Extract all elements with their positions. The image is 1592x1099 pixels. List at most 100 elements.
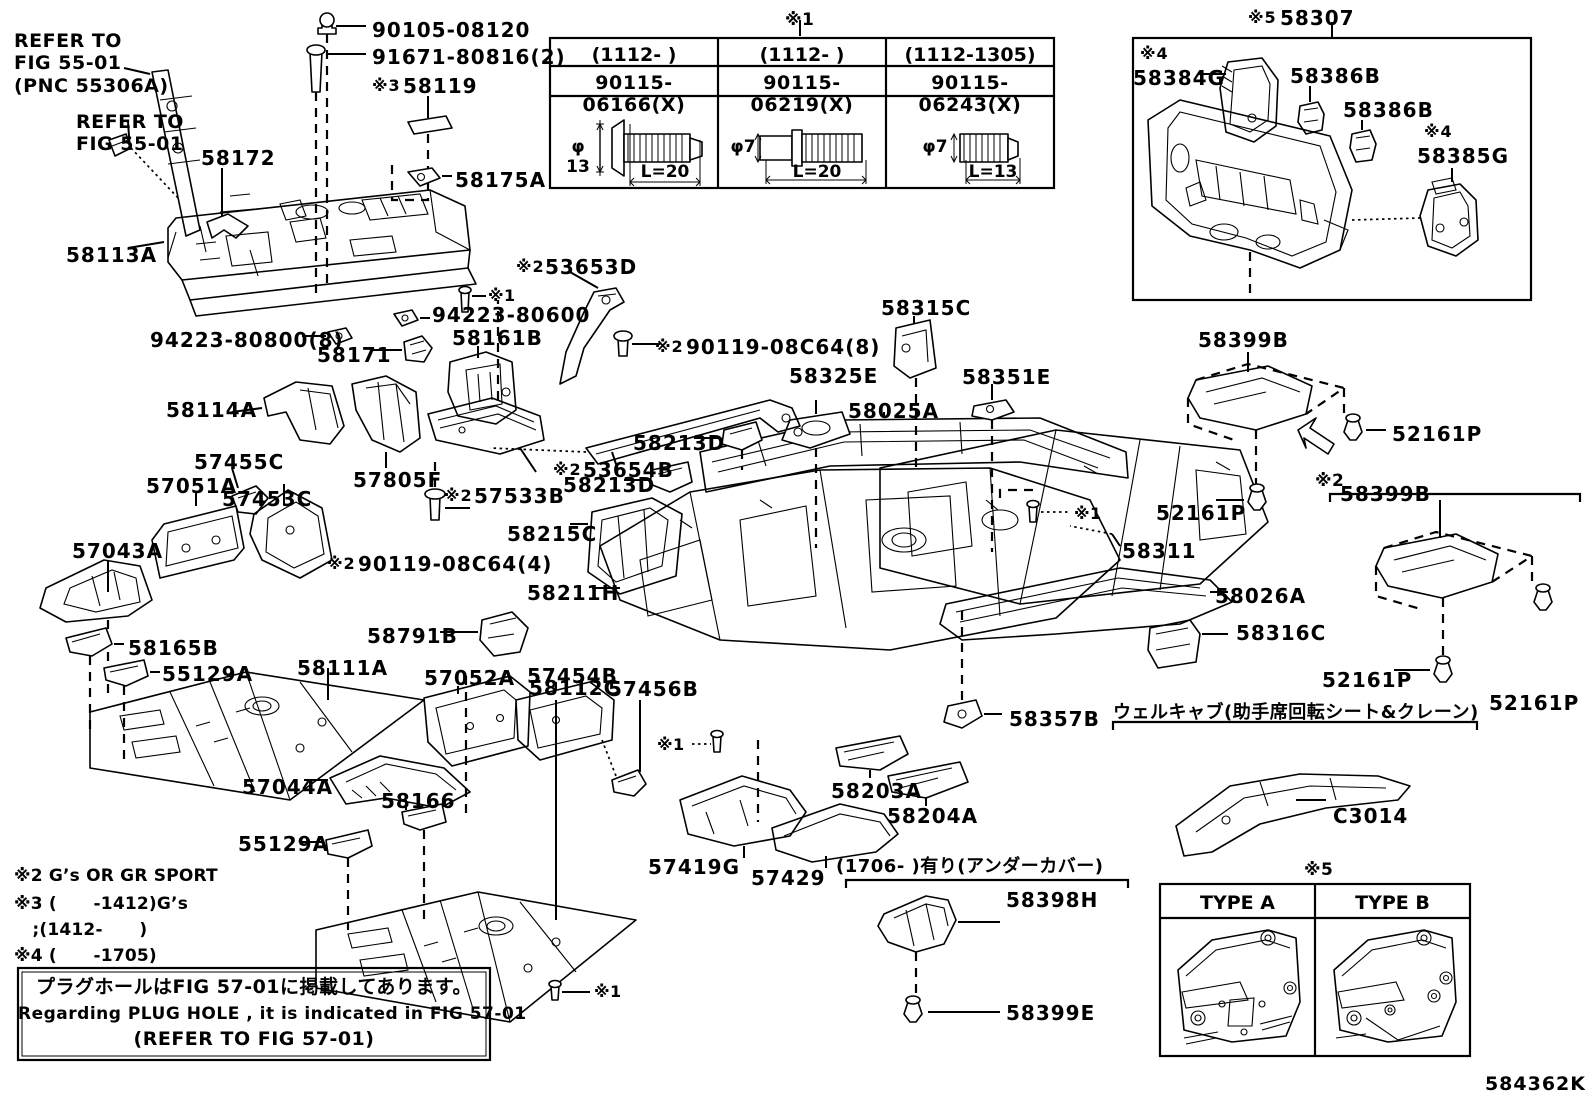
part-label-58384G[interactable]: 58384G: [1133, 66, 1225, 90]
footnote-3: ※3 ( -1412)G’s: [14, 894, 189, 914]
part-label-57052A[interactable]: 57052A: [424, 666, 516, 690]
part-label-57454B[interactable]: 57454B: [527, 664, 618, 688]
bolt-col-2-part[interactable]: 90115-06243(X): [918, 72, 1022, 116]
part-label-55129A-upper[interactable]: 55129A: [162, 662, 254, 686]
part-label-58399B-lower[interactable]: 58399B: [1340, 482, 1431, 506]
bolt-col-2-range: (1112-1305): [904, 44, 1036, 66]
part-label-94223-80600[interactable]: 94223-80600: [432, 303, 591, 327]
bolt-col-0-diameter: φ 13: [566, 137, 590, 177]
refer-note-b: REFER TO FIG 55-01: [76, 111, 184, 156]
group-label-undercover: (1706- )有り(アンダーカバー): [836, 856, 1104, 877]
part-label-58204A[interactable]: 58204A: [887, 804, 979, 828]
part-label-C3014[interactable]: C3014: [1333, 804, 1409, 828]
part-label-58119[interactable]: 58119: [403, 74, 478, 98]
part-label-58316C[interactable]: 58316C: [1236, 621, 1327, 645]
bolt-col-1-length: L=20: [792, 162, 842, 182]
part-label-57419G[interactable]: 57419G: [648, 855, 740, 879]
part-label-58386B-1[interactable]: 58386B: [1290, 64, 1381, 88]
part-label-58325E[interactable]: 58325E: [789, 364, 879, 388]
part-label-58165B[interactable]: 58165B: [128, 636, 219, 660]
mark-3-58119: ※3: [372, 76, 401, 95]
part-label-57051A[interactable]: 57051A: [146, 474, 238, 498]
part-label-58351E[interactable]: 58351E: [962, 365, 1052, 389]
group-label-welcab: ウェルキャブ(助手席回転シート&クレーン): [1113, 702, 1479, 723]
part-label-58026A[interactable]: 58026A: [1215, 584, 1307, 608]
part-label-52161P-4[interactable]: 52161P: [1489, 691, 1580, 715]
part-label-53653D[interactable]: 53653D: [545, 255, 638, 279]
plug-note-line-en: Regarding PLUG HOLE , it is indicated in…: [18, 1004, 527, 1024]
part-label-53654B[interactable]: 53654B: [583, 458, 674, 482]
part-label-52161P-2[interactable]: 52161P: [1156, 501, 1247, 525]
refer-note-a: REFER TO FIG 55-01 (PNC 55306A): [14, 30, 169, 97]
mark-2-90119a: ※2: [655, 337, 684, 356]
part-label-90119-08C64-4[interactable]: 90119-08C64(4): [358, 552, 553, 576]
part-label-58171[interactable]: 58171: [317, 343, 392, 367]
bolt-col-2-length: L=13: [968, 162, 1018, 182]
part-label-58203A[interactable]: 58203A: [831, 779, 923, 803]
bolt-col-2-diameter: φ7: [922, 137, 948, 157]
part-label-58399B-upper[interactable]: 58399B: [1198, 328, 1289, 352]
part-label-57455C[interactable]: 57455C: [194, 450, 285, 474]
bolt-col-0-length: L=20: [640, 162, 690, 182]
part-label-57805F[interactable]: 57805F: [353, 468, 443, 492]
footnote-2: ※2 G’s OR GR SPORT: [14, 866, 218, 886]
part-label-94223-80800[interactable]: 94223-80800(8): [150, 328, 344, 352]
footnote-3b: ;(1412- ): [14, 920, 148, 940]
mark-2-57533B: ※2: [444, 486, 473, 505]
footnote-4: ※4 ( -1705): [14, 946, 157, 966]
part-label-58172[interactable]: 58172: [201, 146, 276, 170]
part-label-58385G[interactable]: 58385G: [1417, 144, 1509, 168]
plug-note-line-jp: プラグホールはFIG 57-01に掲載してあります。: [36, 976, 472, 998]
mark-5-58307: ※5: [1248, 8, 1277, 27]
part-label-91671-80816[interactable]: 91671-80816(2): [372, 45, 566, 69]
part-label-58315C[interactable]: 58315C: [881, 296, 972, 320]
part-label-52161P-3[interactable]: 52161P: [1322, 668, 1413, 692]
part-label-52161P-1[interactable]: 52161P: [1392, 422, 1483, 446]
group-label-mark2-box: ※2: [1315, 471, 1345, 491]
mark-1-ref-b: ※1: [1074, 504, 1102, 523]
part-label-58112C[interactable]: 58112C: [529, 676, 620, 700]
part-label-58111A[interactable]: 58111A: [297, 656, 389, 680]
bolt-col-0-part[interactable]: 90115-06166(X): [582, 72, 686, 116]
mark-2-53653D: ※2: [516, 257, 545, 276]
bolt-col-1-range: (1112- ): [759, 44, 845, 66]
part-label-58386B-2[interactable]: 58386B: [1343, 98, 1434, 122]
part-label-58113A[interactable]: 58113A: [66, 243, 158, 267]
part-label-90105-08120[interactable]: 90105-08120: [372, 18, 531, 42]
part-label-58307[interactable]: 58307: [1280, 6, 1355, 30]
part-label-55129A-lower[interactable]: 55129A: [238, 832, 330, 856]
part-label-58211H[interactable]: 58211H: [527, 581, 620, 605]
part-label-58215C[interactable]: 58215C: [507, 522, 598, 546]
mark-2-53654B: ※2: [553, 460, 582, 479]
mark-1-ref-a: ※1: [488, 286, 516, 305]
part-label-57453C[interactable]: 57453C: [222, 487, 313, 511]
mark-1-ref-c: ※1: [657, 735, 685, 754]
part-label-90119-08C64-8[interactable]: 90119-08C64(8): [686, 335, 881, 359]
part-label-57044A[interactable]: 57044A: [242, 775, 334, 799]
part-label-58166[interactable]: 58166: [381, 789, 456, 813]
part-label-58114A[interactable]: 58114A: [166, 398, 258, 422]
bolt-col-1-part[interactable]: 90115-06219(X): [750, 72, 854, 116]
type-b-header: TYPE B: [1355, 892, 1430, 914]
part-label-57533B[interactable]: 57533B: [474, 484, 565, 508]
part-label-57043A[interactable]: 57043A: [72, 539, 164, 563]
part-label-58791B[interactable]: 58791B: [367, 624, 458, 648]
part-label-58161B[interactable]: 58161B: [452, 326, 543, 350]
drawing-number: 584362K: [1484, 1073, 1586, 1095]
part-label-58311[interactable]: 58311: [1122, 539, 1197, 563]
part-label-57429[interactable]: 57429: [751, 866, 826, 890]
mark-1-ref-d: ※1: [594, 982, 622, 1001]
part-label-58398H[interactable]: 58398H: [1006, 888, 1099, 912]
part-label-58213D-lower[interactable]: 58213D: [563, 473, 656, 497]
part-label-58357B[interactable]: 58357B: [1009, 707, 1100, 731]
part-label-58213D-upper[interactable]: 58213D: [633, 431, 726, 455]
part-label-57456B[interactable]: 57456B: [608, 677, 699, 701]
bolt-col-1-diameter: φ7: [730, 137, 756, 157]
part-label-58175A[interactable]: 58175A: [455, 168, 547, 192]
mark-4-58385G: ※4: [1424, 122, 1453, 141]
type-a-header: TYPE A: [1200, 892, 1275, 914]
part-label-58025A[interactable]: 58025A: [848, 399, 940, 423]
type-table-mark: ※5: [1304, 860, 1334, 880]
part-label-58399E[interactable]: 58399E: [1006, 1001, 1096, 1025]
